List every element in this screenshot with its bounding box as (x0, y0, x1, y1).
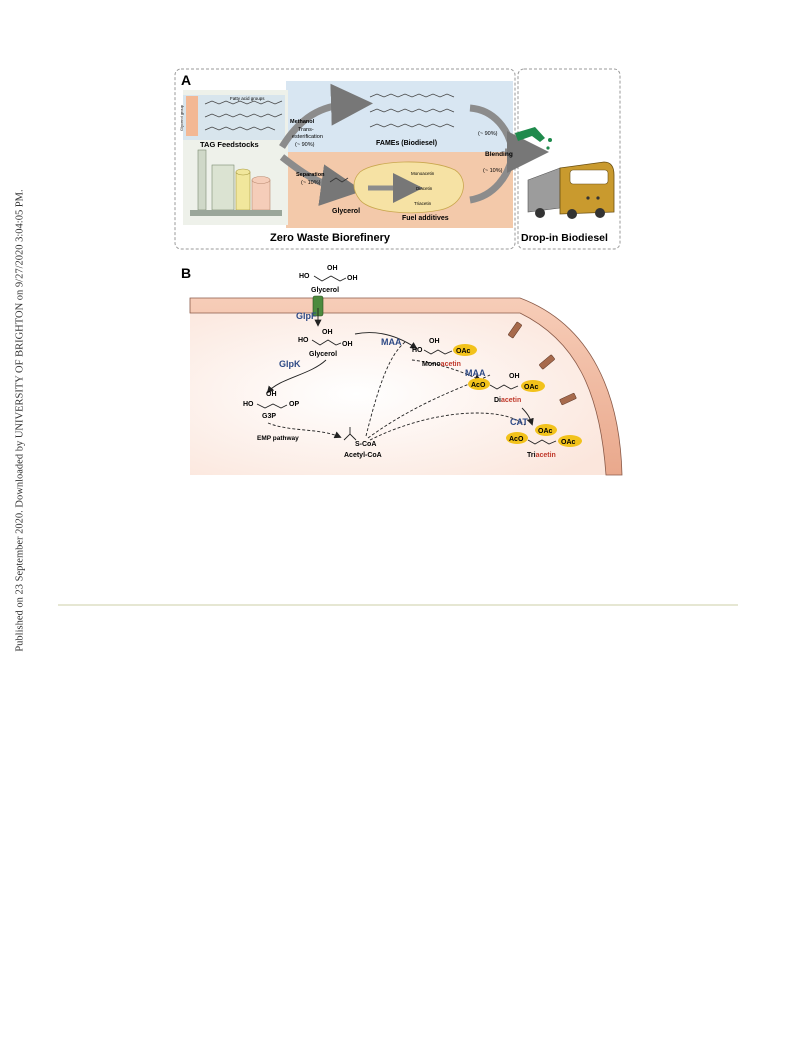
tag-molecule-bg (183, 95, 285, 140)
glycerol-out-label: Glycerol (311, 287, 339, 294)
glycerol-out-skeleton (313, 275, 347, 282)
oac-di: OAc (524, 384, 539, 391)
panel-a: A Fatty acid groups Glycerol group TAG F… (174, 68, 621, 250)
membrane-transporters (508, 321, 577, 406)
tri-oac-bottom-highlight (558, 435, 582, 447)
oac-mono: OAc (456, 348, 471, 355)
di-oac-highlight (521, 380, 545, 392)
monoacetin-a-label: Monoacetin (411, 171, 435, 176)
tri-prefix: Tri (527, 452, 536, 459)
drop-in-title: Drop-in Biodiesel (521, 232, 608, 244)
methanol-label: Methanol (290, 119, 315, 125)
oh-glycerol-out-1: OH (327, 265, 338, 272)
oac-tri-1: OAc (538, 428, 553, 435)
tri-aco-highlight (506, 432, 528, 444)
fame-region (286, 81, 513, 152)
fatty-acid-groups-label: Fatty acid groups (230, 96, 265, 101)
truck-icon (527, 161, 615, 219)
emp-arrow (267, 422, 342, 439)
op-g3p: OP (289, 401, 299, 408)
mono-skeleton (423, 349, 453, 355)
transesterification-arrow (279, 83, 373, 149)
tri-oac-top-highlight (535, 424, 557, 436)
oh-glycerol-in-1: OH (322, 329, 333, 336)
esterification-label: esterification (292, 134, 323, 140)
ho-glycerol-in: HO (298, 337, 309, 344)
glycerol-in-skeleton (311, 339, 342, 346)
tag-feedstocks-label: TAG Feedstocks (200, 140, 259, 149)
oh-glycerol-out-2: OH (347, 275, 358, 282)
emp-label: EMP pathway (257, 435, 299, 442)
cytoplasm (190, 313, 606, 475)
fuel-nozzle-icon (515, 127, 552, 150)
di-aco-highlight (468, 378, 490, 390)
panel-b-letter: B (181, 265, 191, 281)
glycerol-skeleton (329, 177, 349, 183)
fame-chains (369, 93, 455, 128)
triacetin-label: Triacetin (527, 452, 556, 459)
glpf-label: GlpF (296, 311, 317, 321)
oh-mono: OH (429, 338, 440, 345)
ho-g3p: HO (243, 401, 254, 408)
mono-oac-highlight (453, 344, 477, 356)
glycerol-group-marker (186, 96, 198, 136)
separation-arrow (279, 154, 363, 206)
di-acetin: acetin (501, 397, 521, 404)
tri-acetin: acetin (536, 452, 556, 459)
acetyl-transfer-arrows (365, 341, 526, 441)
separation-pct-label: (~ 10%) (301, 180, 321, 186)
blending-label: Blending (485, 151, 513, 158)
g3p-skeleton (256, 403, 288, 409)
tag-chains (204, 100, 283, 131)
oac-tri-2: OAc (561, 439, 576, 446)
cat-label: CAT (510, 417, 528, 427)
oh-di: OH (509, 373, 520, 380)
oh-g3p: OH (266, 391, 277, 398)
glpk-label: GlpK (279, 359, 301, 369)
panel-a-letter: A (181, 72, 191, 88)
fame-pct-label: (~ 90%) (478, 131, 498, 137)
additive-pct-label: (~ 10%) (483, 168, 503, 174)
factory-illustration (190, 149, 282, 216)
diacetin-a-label: Diacetin (416, 186, 433, 191)
ho-mono: HO (412, 347, 423, 354)
separation-label: Separation (296, 172, 325, 178)
maa-arrow-1 (354, 332, 418, 349)
glycerol-a-label: Glycerol (332, 208, 360, 215)
panel-b: B HO OH OH Glycerol GlpF OH HO OH Glycer… (181, 265, 623, 476)
di-skeleton (489, 384, 519, 390)
glycerol-group-label: Glycerol group (179, 104, 184, 131)
page-divider (58, 604, 738, 606)
maa-label-1: MAA (381, 337, 402, 347)
acetyl-coa-label: Acetyl-CoA (344, 452, 382, 459)
fames-label: FAMEs (Biodiesel) (376, 140, 437, 147)
triacetin-a-label: Triacetin (414, 201, 432, 206)
maa-label-2: MAA (465, 368, 486, 378)
oh-glycerol-in-2: OH (342, 341, 353, 348)
trans-pct-label: (~ 90%) (295, 142, 315, 148)
diacetin-label: Diacetin (494, 397, 521, 404)
aco-tri: AcO (509, 436, 524, 443)
cat-arrow (521, 407, 534, 426)
aco-di: AcO (471, 382, 486, 389)
ho-glycerol-out: HO (299, 273, 310, 280)
trans-label: Trans- (298, 127, 314, 133)
glycerol-in-label: Glycerol (309, 351, 337, 358)
fuel-additives-label: Fuel additives (402, 215, 449, 222)
g3p-label: G3P (262, 413, 276, 420)
mono-acetin: acetin (441, 361, 461, 368)
di-prefix: Di (494, 397, 501, 404)
mono-prefix: Mono (422, 361, 441, 368)
drop-in-box (517, 68, 621, 250)
monoacetin-label: Monoacetin (422, 361, 461, 368)
zero-waste-title: Zero Waste Biorefinery (270, 232, 391, 244)
cell-membrane (189, 297, 623, 476)
tri-skeleton (527, 439, 557, 445)
s-coa-label: S-CoA (355, 441, 376, 448)
glpk-arrow (266, 359, 327, 394)
